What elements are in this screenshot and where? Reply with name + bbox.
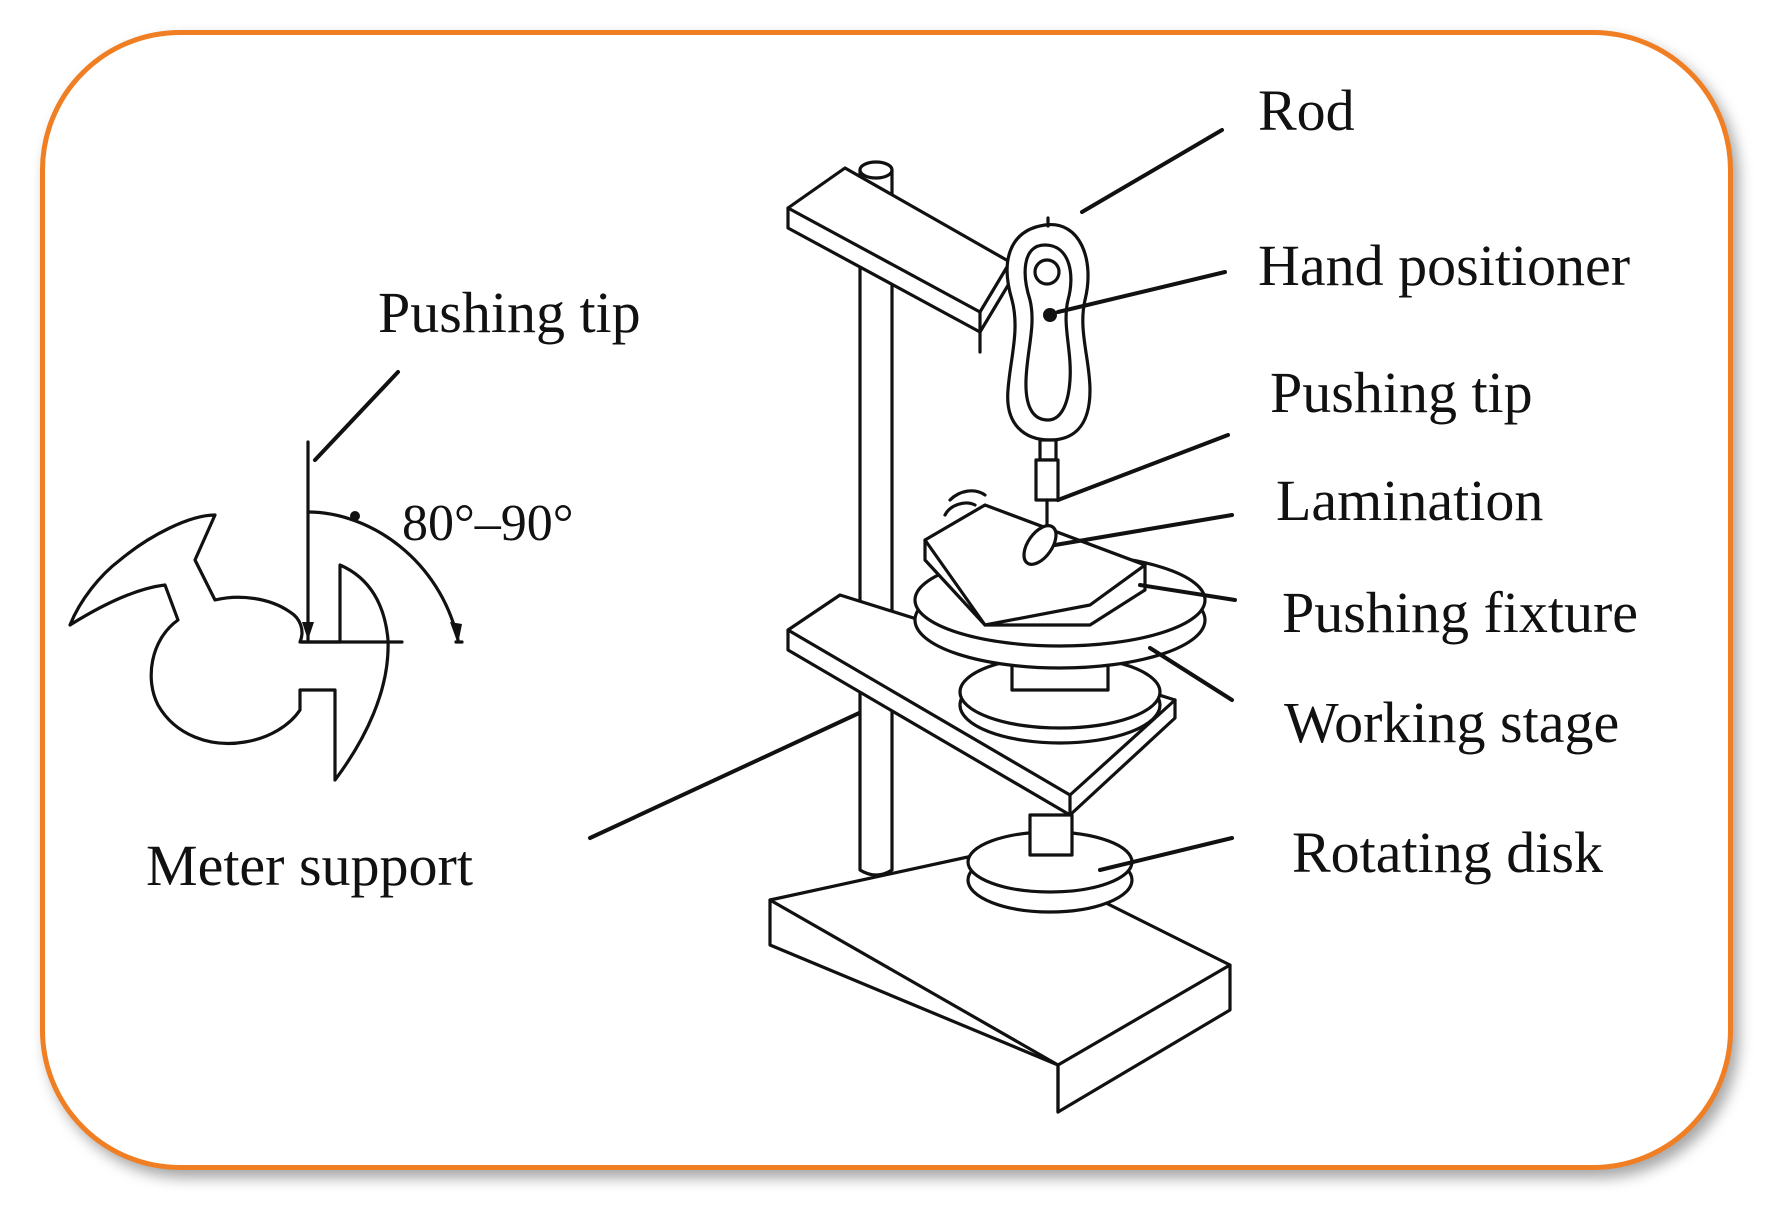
hand-positioner-leader: [1056, 270, 1227, 314]
pushing-tip-detail: [68, 370, 464, 782]
pushing-fixture-label: Pushing fixture: [1282, 580, 1638, 645]
hand-positioner-label: Hand positioner: [1258, 233, 1630, 298]
lamination-label: Lamination: [1276, 468, 1543, 533]
tip-holder: [1034, 458, 1060, 502]
column-top: [858, 160, 894, 180]
hand-positioner: [1005, 223, 1092, 442]
rotating-disk-label: Rotating disk: [1292, 820, 1603, 885]
rod-leader: [1080, 128, 1224, 214]
tooth-outline: [68, 513, 390, 782]
pushing-fixture-leader: [1138, 583, 1237, 602]
angle-arc: [306, 510, 460, 642]
gauge-dial: [1033, 258, 1061, 286]
lamination-leader: [1053, 513, 1234, 547]
meter-support-leader: [588, 706, 872, 840]
pushing-tip-leader: [313, 370, 400, 462]
tip-arrow: [302, 622, 314, 640]
fixture-edge: [923, 538, 1147, 627]
disk-spindle: [1028, 813, 1074, 857]
top-arm: [786, 166, 1012, 334]
gauge-inner: [1023, 243, 1073, 422]
pushing-tip-leader-right: [1056, 433, 1230, 502]
angle-label: 80°–90°: [402, 495, 574, 552]
lamination-sample: [1022, 524, 1058, 566]
rotating-disk-leader: [1098, 836, 1234, 872]
angle-dot: [350, 511, 360, 521]
meter-support-label: Meter support: [146, 833, 473, 898]
gauge-knob: [1043, 308, 1057, 322]
rod-label: Rod: [1258, 78, 1355, 143]
test-apparatus: [768, 160, 1232, 1114]
tip-connector: [1038, 438, 1058, 462]
pushing-tip-label: Pushing tip: [1270, 360, 1533, 425]
working-stage-label: Working stage: [1284, 690, 1619, 755]
fixture-clamp: [943, 489, 987, 517]
detail-pushing-tip-label: Pushing tip: [378, 280, 641, 345]
working-stage-leader: [1148, 646, 1234, 702]
angle-arrow: [450, 622, 462, 644]
